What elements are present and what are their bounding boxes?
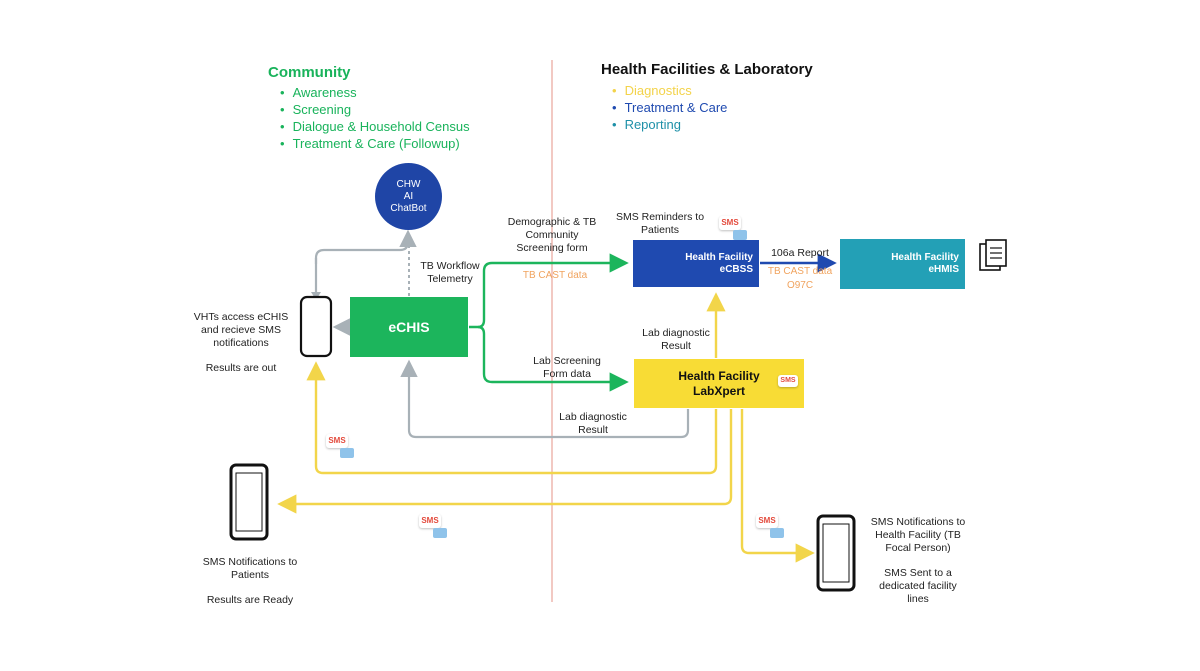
- echis-node: eCHIS: [350, 297, 468, 357]
- link-echis-labxpert: [477, 325, 629, 392]
- community-item-awareness: Awareness: [280, 84, 470, 101]
- sms-patients-line3: Results are Ready: [206, 594, 294, 606]
- sms-reminders-line1: SMS Reminders to: [615, 211, 705, 223]
- hf-item-reporting: Reporting: [612, 116, 727, 133]
- labxpert-line2: LabXpert: [692, 383, 745, 398]
- chat-bubble-icon: [433, 528, 447, 538]
- vht-phone-icon: [299, 295, 333, 358]
- link-lab-result-echis: [400, 359, 690, 439]
- chat-bubble-icon: [340, 448, 354, 458]
- link-lab-patient-phone: [277, 409, 733, 514]
- lab-result-up-line2: Result: [661, 340, 691, 352]
- sms-patients-line2: Patients: [231, 569, 269, 581]
- o97c-label: O97C: [786, 280, 814, 291]
- chatbot-line3: ChatBot: [390, 202, 427, 214]
- ehmis-line1: Health Facility: [891, 252, 959, 263]
- report-106a-label: 106a Report: [771, 247, 829, 259]
- lab-result-up-line1: Lab diagnostic: [642, 327, 710, 339]
- sms-facility-spacer: [858, 555, 978, 567]
- telemetry-line1: TB Workflow: [420, 260, 480, 272]
- demographic-line1: Demographic & TB: [507, 216, 597, 228]
- vhts-line1: VHTs access eCHIS: [193, 311, 289, 323]
- labxpert-line1: Health Facility: [678, 368, 760, 383]
- sms-facility-line3: Focal Person): [885, 542, 951, 554]
- health-facilities-list: Diagnostics Treatment & Care Reporting: [612, 82, 728, 133]
- sms-badge-labxpert: SMS: [778, 375, 798, 387]
- telemetry-line2: Telemetry: [427, 273, 473, 285]
- labxpert-node: Health Facility LabXpert: [634, 359, 804, 408]
- chw-ai-chatbot-node: CHW AI ChatBot: [375, 163, 442, 230]
- lab-screening-line2: Form data: [543, 368, 591, 380]
- ecbss-line2: eCBSS: [719, 263, 753, 275]
- community-item-screening: Screening: [280, 101, 470, 118]
- community-item-dialogue: Dialogue & Household Census: [280, 118, 470, 135]
- patient-phone-icon: [229, 463, 269, 541]
- document-icon: [979, 239, 1007, 271]
- hf-item-diagnostics: Diagnostics: [612, 82, 727, 99]
- demographic-label: Demographic & TB Community Screening for…: [500, 216, 604, 255]
- demographic-line2: Community: [525, 229, 579, 241]
- link-phone-chatbot: [314, 229, 417, 296]
- sms-facility-line4: SMS Sent to a: [884, 567, 952, 579]
- sms-facility-line5: dedicated facility: [879, 580, 957, 592]
- ecbss-node: Health Facility eCBSS: [633, 240, 759, 287]
- lab-result-down-line1: Lab diagnostic: [559, 411, 627, 423]
- facility-phone-icon: [816, 514, 856, 592]
- chat-bubble-icon: [733, 230, 747, 240]
- sms-badge-reminders: SMS: [719, 216, 741, 230]
- chatbot-line2: AI: [403, 190, 414, 202]
- vhts-spacer: [186, 350, 296, 362]
- sms-patients-spacer: [190, 582, 310, 594]
- sms-badge-facility: SMS: [756, 514, 778, 528]
- sms-badge-vht: SMS: [326, 434, 348, 448]
- vhts-line4: Results are out: [205, 362, 277, 374]
- sms-facility-label: SMS Notifications to Health Facility (TB…: [858, 516, 978, 606]
- sms-facility-line2: Health Facility (TB: [875, 529, 961, 541]
- vhts-line2: and recieve SMS: [201, 324, 281, 336]
- link-lab-facility-phone: [740, 409, 815, 563]
- sms-facility-line6: lines: [907, 593, 929, 605]
- sms-patients-label: SMS Notifications to Patients Results ar…: [190, 556, 310, 607]
- lab-screening-line1: Lab Screening: [533, 355, 601, 367]
- community-list: Awareness Screening Dialogue & Household…: [280, 84, 470, 152]
- community-title: Community: [268, 64, 351, 81]
- demographic-line3: Screening form: [516, 242, 588, 254]
- community-item-treatment: Treatment & Care (Followup): [280, 135, 470, 152]
- telemetry-label: TB Workflow Telemetry: [410, 260, 490, 286]
- sms-facility-line1: SMS Notifications to: [870, 516, 966, 528]
- lab-screening-label: Lab Screening Form data: [522, 355, 612, 381]
- ehmis-node: Health Facility eHMIS: [840, 239, 965, 289]
- chat-bubble-icon: [770, 528, 784, 538]
- health-facilities-title: Health Facilities & Laboratory: [601, 61, 813, 78]
- sms-reminders-line2: Patients: [641, 224, 679, 236]
- lab-result-down-line2: Result: [578, 424, 608, 436]
- vhts-line3: notifications: [213, 337, 269, 349]
- ehmis-line2: eHMIS: [928, 264, 959, 275]
- link-lab-vht-phone: [306, 361, 718, 475]
- sms-patients-line1: SMS Notifications to: [202, 556, 298, 568]
- sms-badge-patients: SMS: [419, 514, 441, 528]
- lab-result-up-label: Lab diagnostic Result: [636, 327, 716, 353]
- sms-reminders-label: SMS Reminders to Patients: [610, 211, 710, 237]
- vht-access-label: VHTs access eCHIS and recieve SMS notifi…: [186, 311, 296, 375]
- ecbss-line1: Health Facility: [685, 251, 753, 263]
- tb-cast-label-2: TB CAST data: [767, 266, 833, 277]
- lab-result-down-label: Lab diagnostic Result: [548, 411, 638, 437]
- chatbot-line1: CHW: [396, 178, 421, 190]
- tb-cast-label-1: TB CAST data: [522, 270, 588, 281]
- hf-item-treatment: Treatment & Care: [612, 99, 728, 116]
